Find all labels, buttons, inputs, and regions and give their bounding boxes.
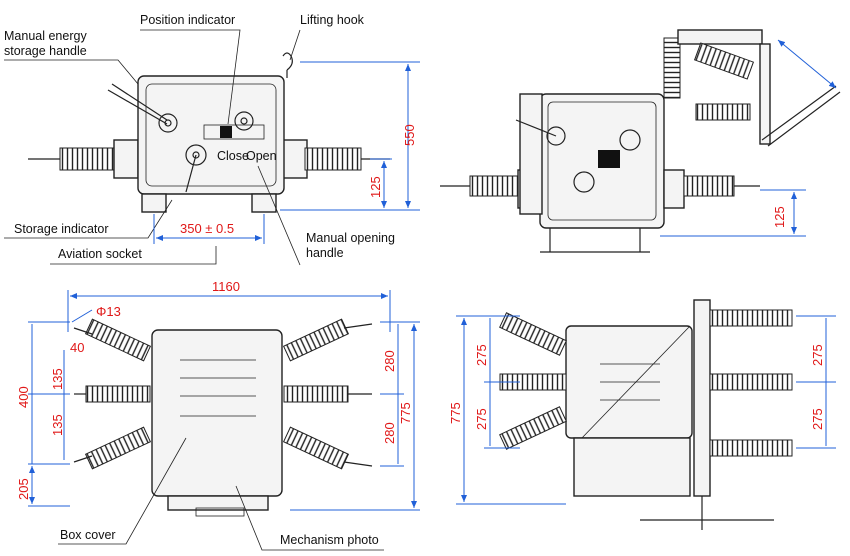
dim-135-upper: 135 — [50, 368, 65, 390]
position-indicator-label: Position indicator — [140, 13, 235, 27]
dim-phi13: Φ13 — [96, 304, 121, 319]
dim-40: 40 — [70, 340, 84, 355]
dim-125-side: 125 — [772, 206, 787, 228]
top-view: 1160 Φ13 40 — [16, 279, 420, 551]
dim-775-side: 775 — [448, 402, 463, 424]
dim-280-lower: 280 — [382, 422, 397, 444]
dim-275-l-lower: 275 — [474, 408, 489, 430]
box-cover-label: Box cover — [60, 528, 116, 542]
storage-indicator-label: Storage indicator — [14, 222, 109, 236]
close-label: Close — [217, 149, 249, 163]
mechanism-photo-label: Mechanism photo — [280, 533, 379, 547]
dim-350: 350 ± 0.5 — [180, 221, 234, 236]
dim-275-r-upper: 275 — [810, 344, 825, 366]
dim-400: 400 — [16, 386, 31, 408]
side-view: 125 — [440, 29, 841, 253]
manual-opening-label-1: Manual opening — [306, 231, 395, 245]
open-label: Open — [246, 149, 277, 163]
dim-125-front: 125 — [368, 176, 383, 198]
front-view: Close Open Manual energy storage handle … — [4, 13, 420, 266]
front-box — [137, 75, 285, 195]
lifting-hook-label: Lifting hook — [300, 13, 365, 27]
manual-opening-label-2: handle — [306, 246, 344, 260]
side-top-view: 775 275 275 275 275 — [448, 299, 836, 530]
dim-275-l-upper: 275 — [474, 344, 489, 366]
manual-energy-label-2: storage handle — [4, 44, 87, 58]
dim-775-top: 775 — [398, 402, 413, 424]
top-box — [151, 329, 283, 497]
right-insulator — [304, 147, 362, 171]
manual-energy-label-1: Manual energy — [4, 29, 87, 43]
aviation-socket-label: Aviation socket — [58, 247, 142, 261]
left-insulator — [59, 147, 117, 171]
dim-205: 205 — [16, 478, 31, 500]
dim-1160: 1160 — [212, 279, 240, 294]
dim-275-r-lower: 275 — [810, 408, 825, 430]
dim-135-lower: 135 — [50, 414, 65, 436]
dim-280-upper: 280 — [382, 350, 397, 372]
dim-550: 550 — [402, 124, 417, 146]
